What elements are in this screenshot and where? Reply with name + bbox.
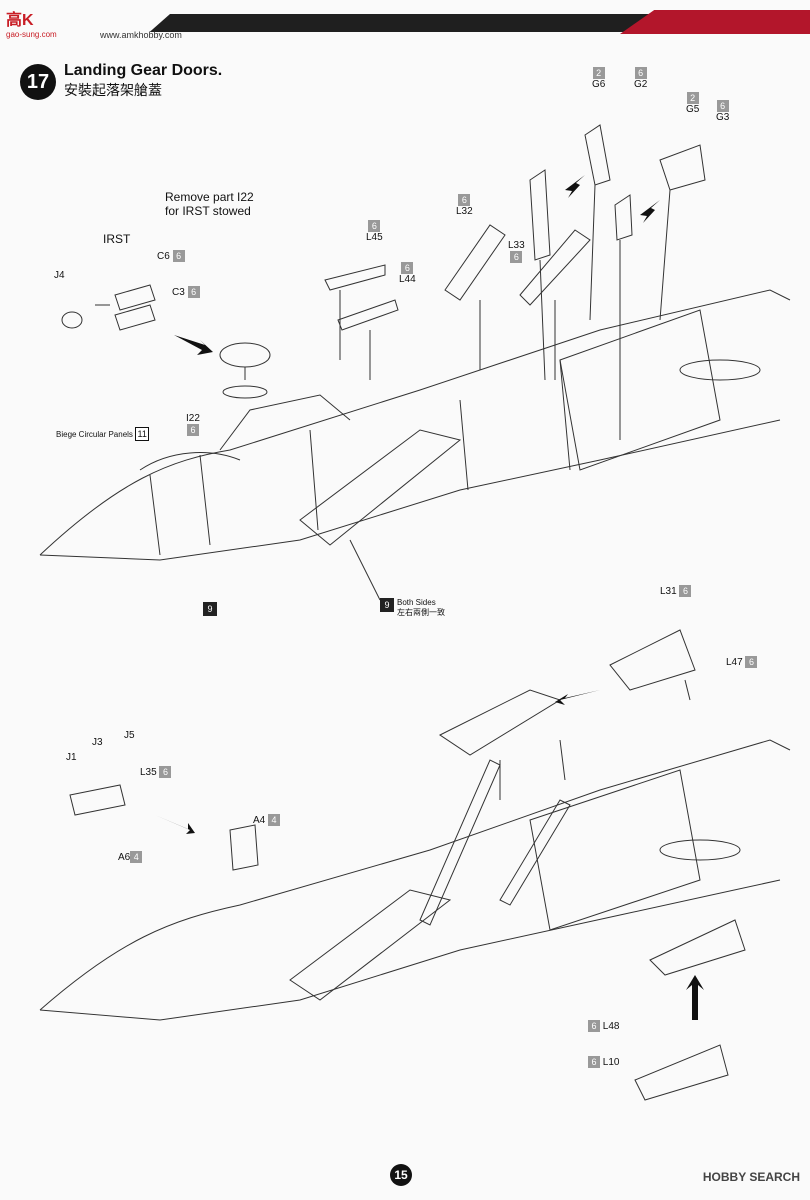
paint-code-9-left: 9 [203, 602, 217, 616]
part-label-c3: C3 6 [172, 286, 200, 298]
paint-code-9-right: 9 [380, 598, 394, 612]
site-url[interactable]: www.amkhobby.com [100, 30, 182, 40]
header-white-tab [0, 14, 170, 32]
part-label-l47: L47 6 [726, 656, 758, 668]
remove-note-2: for IRST stowed [165, 204, 251, 218]
header-bar [0, 14, 810, 32]
step-number-badge: 17 [20, 64, 56, 100]
part-label-l31: L31 6 [660, 585, 692, 597]
biege-note: Biege Circular Panels 11 [56, 427, 150, 441]
part-label-j5: J5 [124, 730, 135, 741]
step-title: Landing Gear Doors. [64, 62, 223, 79]
part-label-a4: A4 4 [253, 814, 281, 826]
page-number: 15 [390, 1164, 412, 1186]
irst-label: IRST [103, 232, 131, 246]
header-red-tab [620, 10, 810, 34]
part-label-j3: J3 [92, 737, 103, 748]
part-label-l35: L35 6 [140, 766, 172, 778]
part-label-j4: J4 [54, 270, 65, 281]
part-label-j1: J1 [66, 752, 77, 763]
part-label-l10: 6 L10 [588, 1056, 619, 1068]
part-label-l48: 6 L48 [588, 1020, 619, 1032]
part-label-c6: C6 6 [157, 250, 185, 262]
remove-note: Remove part I22 [165, 190, 254, 204]
watermark: HOBBY SEARCH [702, 1170, 800, 1184]
step-title-cn: 安裝起落架艙蓋 [64, 82, 162, 98]
